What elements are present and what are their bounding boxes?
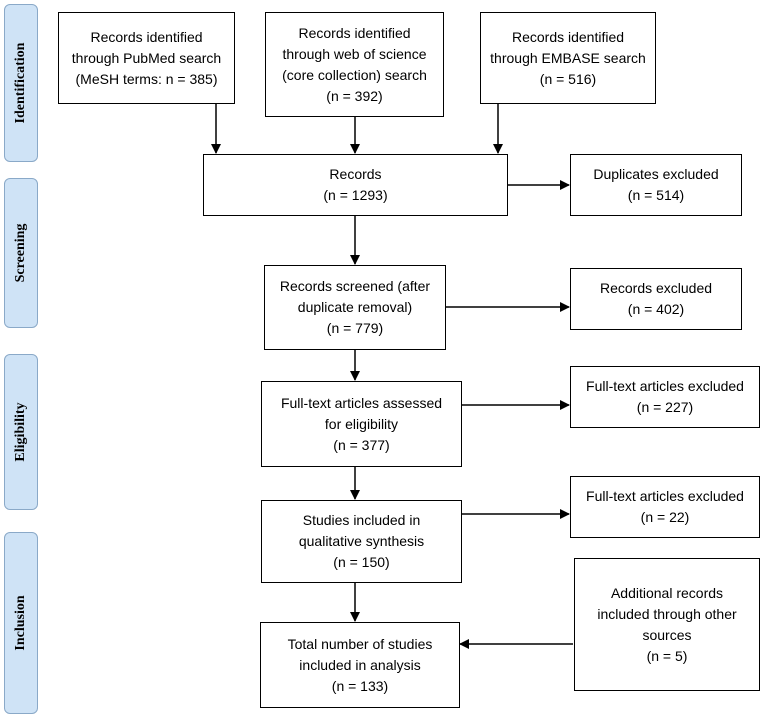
box-fulltext-assessed: Full-text articles assessed for eligibil… [261,381,462,467]
box-records-excluded: Records excluded (n = 402) [570,268,742,330]
box-additional-records: Additional records included through othe… [574,558,760,691]
box-line: for eligibility [324,415,399,432]
box-total-studies: Total number of studies included in anal… [260,622,460,708]
box-line: sources [642,626,692,643]
box-line: (n = 227) [636,399,694,415]
box-line: (core collection) search [282,66,427,83]
phase-identification: Identification [4,4,38,162]
box-line: qualitative synthesis [298,533,425,549]
box-line: Studies included in [302,512,421,528]
box-line: (n = 150) [333,554,390,570]
box-line: Records identified [90,28,203,45]
box-line: (n = 133) [331,677,389,694]
box-line: (n = 779) [326,320,384,336]
box-line: (n = 392) [326,87,383,104]
box-web-of-science: Records identified through web of scienc… [265,12,444,117]
box-line: through web of science [282,45,427,62]
box-line: (MeSH terms: n = 385) [75,70,218,87]
box-line: through EMBASE search [490,49,646,66]
box-records: Records (n = 1293) [203,154,508,216]
box-line: (n = 516) [539,70,597,87]
box-line: Full-text articles assessed [280,394,443,411]
box-line: duplicate removal) [297,299,413,315]
box-line: (n = 402) [627,301,685,317]
box-line: included in analysis [299,656,421,673]
box-line: (n = 1293) [323,187,388,203]
box-embase: Records identified through EMBASE search… [480,12,656,104]
box-line: Records screened (after [279,278,431,294]
box-line: Records identified [511,28,625,45]
box-pubmed: Records identified through PubMed search… [58,12,235,104]
box-records-screened: Records screened (after duplicate remova… [264,265,446,350]
box-duplicates-excluded: Duplicates excluded (n = 514) [570,154,742,216]
phase-screening: Screening [4,178,38,328]
box-qualitative-synthesis: Studies included in qualitative synthesi… [261,500,462,583]
box-line: Records excluded [599,280,713,296]
box-line: included through other [597,605,737,622]
box-line: (n = 22) [640,509,690,525]
phase-eligibility: Eligibility [4,354,38,510]
box-line: Records identified [298,24,411,41]
box-line: (n = 514) [627,187,685,203]
box-line: Full-text articles excluded [586,378,744,394]
box-line: Additional records [610,584,724,601]
box-line: through PubMed search [71,49,222,66]
box-line: Total number of studies [287,635,433,652]
phase-inclusion: Inclusion [4,532,38,714]
box-line: Records [329,166,382,182]
box-fulltext-excluded-2: Full-text articles excluded (n = 22) [570,476,760,538]
box-line: Full-text articles excluded [586,488,744,504]
box-line: Duplicates excluded [593,166,719,182]
box-line: (n = 377) [333,436,390,453]
box-line: (n = 5) [646,647,688,664]
box-fulltext-excluded-1: Full-text articles excluded (n = 227) [570,366,760,428]
